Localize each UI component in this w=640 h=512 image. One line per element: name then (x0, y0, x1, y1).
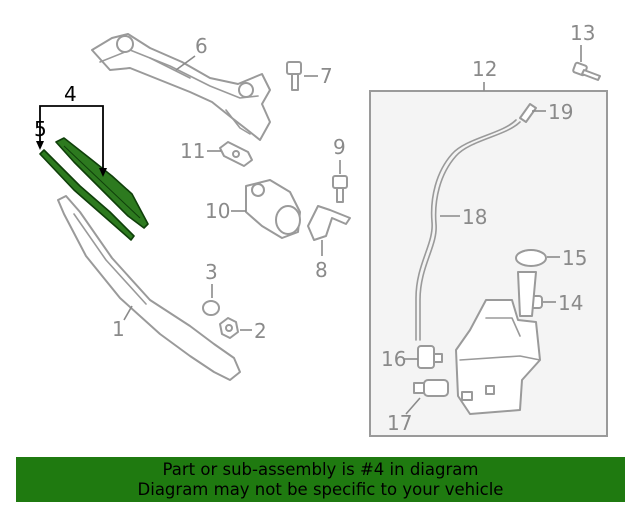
leader-6 (175, 55, 196, 71)
callout-1: 1 (112, 317, 125, 341)
leader-4 (39, 105, 104, 174)
callout-9: 9 (333, 135, 346, 159)
pivot-cap-part-3[interactable] (202, 300, 220, 316)
bracket-part-8[interactable] (307, 205, 351, 241)
callout-7: 7 (320, 64, 333, 88)
filler-cap-part-15[interactable] (515, 249, 547, 267)
callout-14: 14 (558, 291, 583, 315)
banner-line-1: Part or sub-assembly is #4 in diagram (162, 460, 479, 479)
callout-13: 13 (570, 21, 595, 45)
bolt-part-7[interactable] (286, 61, 302, 91)
callout-17: 17 (387, 411, 412, 435)
bracket-part-11[interactable] (219, 141, 253, 167)
leader-17 (405, 397, 421, 415)
callout-15: 15 (562, 246, 587, 270)
callout-6: 6 (195, 34, 208, 58)
callout-4: 4 (64, 82, 77, 106)
washer-reservoir[interactable] (455, 271, 541, 415)
callout-10: 10 (205, 199, 230, 223)
callout-5: 5 (34, 117, 47, 141)
connector-part-19[interactable] (519, 103, 537, 123)
callout-11: 11 (180, 139, 205, 163)
callout-2: 2 (254, 319, 267, 343)
wiper-blade-part-4[interactable] (39, 137, 149, 241)
level-sensor-part-17[interactable] (413, 379, 449, 397)
wiper-arm-part-1[interactable] (57, 195, 241, 381)
bolt-part-9[interactable] (332, 175, 348, 203)
callout-12: 12 (472, 57, 497, 81)
washer-pump-part-16[interactable] (417, 345, 443, 369)
washer-hose-part-18[interactable] (419, 121, 521, 341)
screw-part-13[interactable] (572, 61, 601, 81)
callout-18: 18 (462, 205, 487, 229)
leader-1 (123, 305, 133, 321)
callout-19: 19 (548, 100, 573, 124)
info-banner: Part or sub-assembly is #4 in diagram Di… (16, 457, 625, 502)
callout-16: 16 (381, 347, 406, 371)
wiper-motor-part-10[interactable] (245, 179, 301, 239)
nut-part-2[interactable] (219, 317, 239, 339)
parts-diagram: 6 7 13 12 19 18 15 14 (34, 21, 608, 437)
wiper-linkage-part-6[interactable] (91, 33, 271, 141)
callout-3: 3 (205, 260, 218, 284)
callout-8: 8 (315, 258, 328, 282)
banner-line-2: Diagram may not be specific to your vehi… (137, 480, 504, 499)
